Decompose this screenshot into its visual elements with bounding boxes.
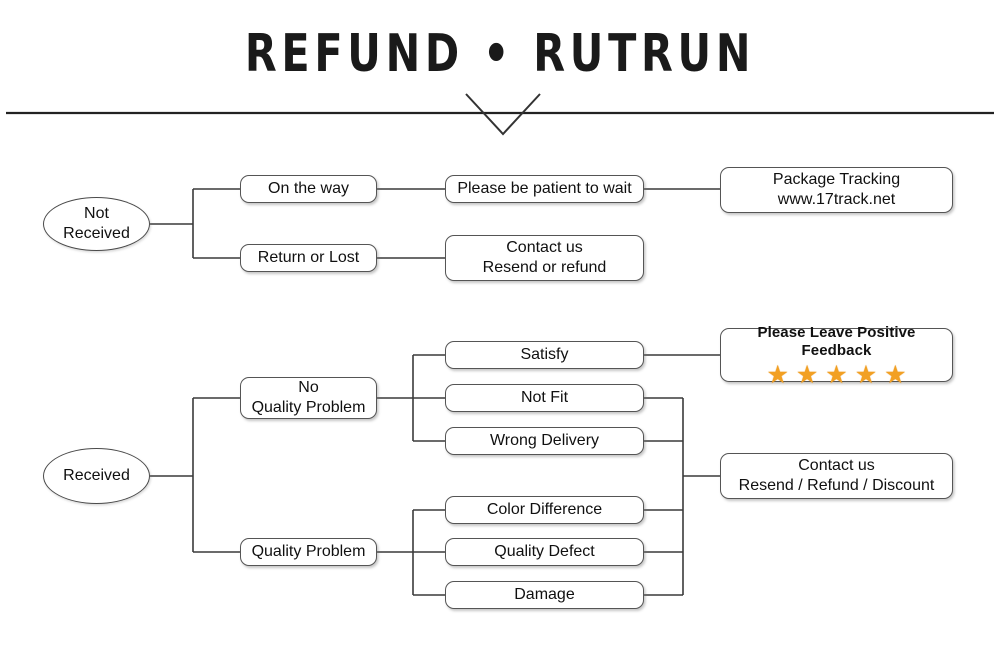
chevron-down-icon: [465, 93, 541, 136]
node-wrong-delivery[interactable]: Wrong Delivery: [445, 427, 644, 455]
page-title: REFUND • RUTRUN: [244, 24, 756, 85]
star-icon[interactable]: ★: [854, 361, 878, 390]
node-damage[interactable]: Damage: [445, 581, 644, 609]
node-contact-resend-or-refund[interactable]: Contact us Resend or refund: [445, 235, 644, 281]
star-icon[interactable]: ★: [766, 361, 789, 390]
node-package-tracking[interactable]: Package Tracking www.17track.net: [720, 167, 953, 213]
node-not-received[interactable]: Not Received: [43, 197, 150, 251]
feedback-label: Please Leave Positive Feedback: [757, 323, 916, 359]
node-return-or-lost[interactable]: Return or Lost: [240, 244, 377, 272]
star-icon[interactable]: ★: [825, 361, 848, 390]
node-received[interactable]: Received: [43, 448, 150, 504]
star-icon[interactable]: ★: [884, 361, 907, 390]
node-positive-feedback[interactable]: Please Leave Positive Feedback ★★★★★: [720, 324, 953, 388]
node-color-difference[interactable]: Color Difference: [445, 496, 644, 524]
node-quality-defect[interactable]: Quality Defect: [445, 538, 644, 566]
node-quality-problem[interactable]: Quality Problem: [240, 538, 377, 566]
node-please-be-patient[interactable]: Please be patient to wait: [445, 175, 644, 203]
node-on-the-way[interactable]: On the way: [240, 175, 377, 203]
node-not-fit[interactable]: Not Fit: [445, 384, 644, 412]
node-contact-resend-refund-discount[interactable]: Contact us Resend / Refund / Discount: [720, 453, 953, 499]
star-rating[interactable]: ★★★★★: [766, 363, 906, 388]
node-no-quality-problem[interactable]: No Quality Problem: [240, 377, 377, 419]
star-icon[interactable]: ★: [795, 361, 819, 390]
node-satisfy[interactable]: Satisfy: [445, 341, 644, 369]
